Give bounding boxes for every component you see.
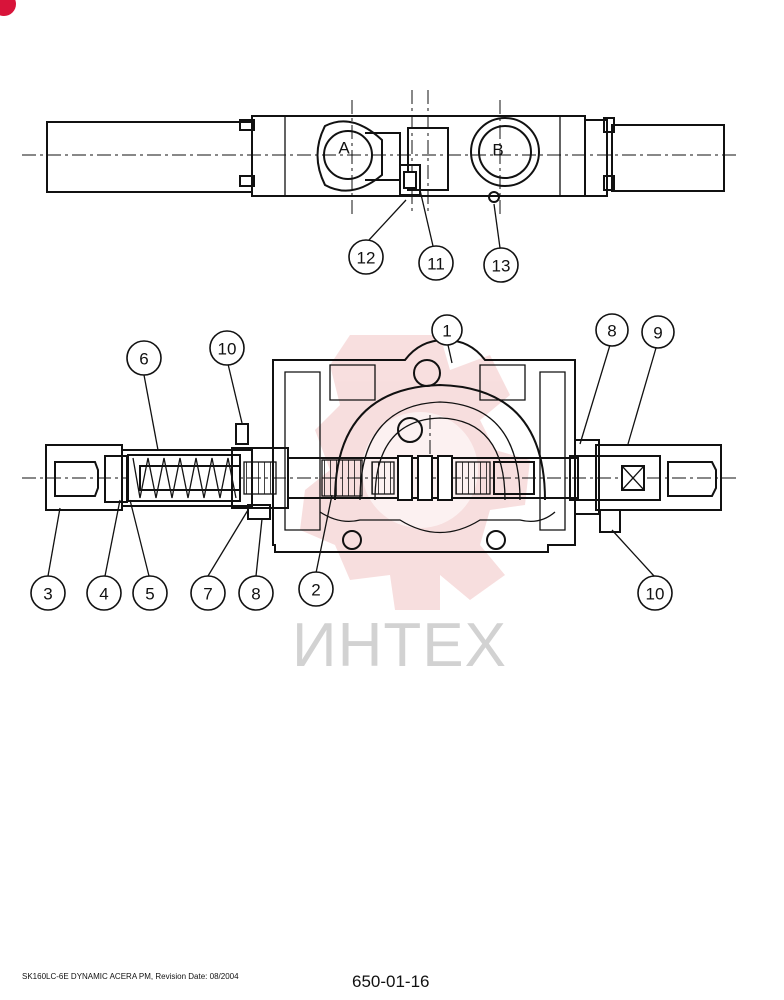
svg-text:12: 12 xyxy=(357,249,376,268)
svg-text:6: 6 xyxy=(139,350,148,369)
callout-6: 6 xyxy=(126,340,162,376)
svg-text:8: 8 xyxy=(607,322,616,341)
svg-text:13: 13 xyxy=(492,257,511,276)
section-view xyxy=(22,338,740,553)
callout-2: 2 xyxy=(298,571,334,607)
callout-10-left: 10 xyxy=(209,330,245,366)
svg-text:10: 10 xyxy=(646,585,665,604)
callout-13: 13 xyxy=(483,247,519,283)
svg-text:1: 1 xyxy=(442,322,451,341)
callout-8-left: 8 xyxy=(238,575,274,611)
leader-lines xyxy=(47,189,657,577)
callout-7: 7 xyxy=(190,575,226,611)
svg-text:4: 4 xyxy=(99,585,108,604)
svg-text:11: 11 xyxy=(427,255,445,274)
corner-badge xyxy=(0,0,16,16)
svg-text:9: 9 xyxy=(653,324,662,343)
svg-text:5: 5 xyxy=(145,585,154,604)
top-view: A B xyxy=(22,90,740,215)
callout-10-right: 10 xyxy=(637,575,673,611)
callout-4: 4 xyxy=(86,575,122,611)
footer-page-number: 650-01-16 xyxy=(352,972,430,991)
port-b-label: B xyxy=(492,141,503,160)
svg-text:7: 7 xyxy=(203,585,212,604)
footer-model-revision: SK160LC-6E DYNAMIC ACERA PM, Revision Da… xyxy=(22,972,239,981)
callout-3: 3 xyxy=(30,575,66,611)
watermark-text: ИНТЕХ xyxy=(292,611,507,680)
callout-1: 1 xyxy=(431,314,463,346)
callout-11: 11 xyxy=(418,245,454,281)
callout-9: 9 xyxy=(641,315,675,349)
callout-5: 5 xyxy=(132,575,168,611)
svg-text:8: 8 xyxy=(251,585,260,604)
svg-text:10: 10 xyxy=(218,340,237,359)
port-a-label: A xyxy=(338,139,350,158)
callout-8-right: 8 xyxy=(595,313,629,347)
svg-text:3: 3 xyxy=(43,585,52,604)
svg-text:2: 2 xyxy=(311,581,320,600)
callout-12: 12 xyxy=(348,239,384,275)
